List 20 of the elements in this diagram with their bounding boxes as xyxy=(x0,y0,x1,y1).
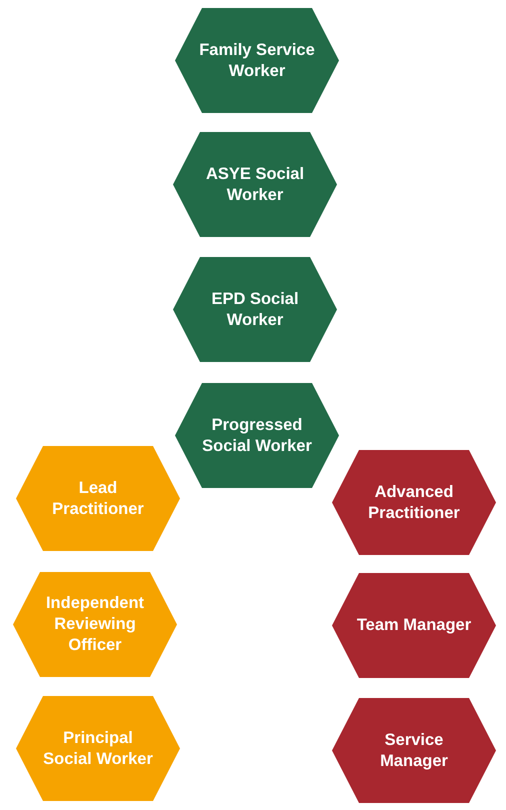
hexagon-node xyxy=(332,450,496,555)
node-label: Principal Social Worker xyxy=(42,728,154,770)
hexagon-node xyxy=(16,696,180,801)
hexagon-node xyxy=(175,383,339,488)
node-label: Team Manager xyxy=(356,615,472,636)
node-label: ASYE Social Worker xyxy=(204,164,306,206)
hexagon-node xyxy=(173,257,337,362)
hexagon-node xyxy=(175,8,339,113)
node-label: Independent Reviewing Officer xyxy=(44,593,146,656)
node-label: Lead Practitioner xyxy=(51,478,145,520)
hexagon-node xyxy=(173,132,337,237)
hexagon-node xyxy=(13,572,177,677)
hexagon-node xyxy=(332,698,496,803)
hexagon-node xyxy=(332,573,496,678)
node-label: EPD Social Worker xyxy=(210,288,300,330)
node-label: Service Manager xyxy=(379,730,449,772)
node-label: Progressed Social Worker xyxy=(201,414,313,456)
hexagon-node xyxy=(16,446,180,551)
node-label: Family Service Worker xyxy=(198,40,316,82)
node-label: Advanced Practitioner xyxy=(367,482,461,524)
